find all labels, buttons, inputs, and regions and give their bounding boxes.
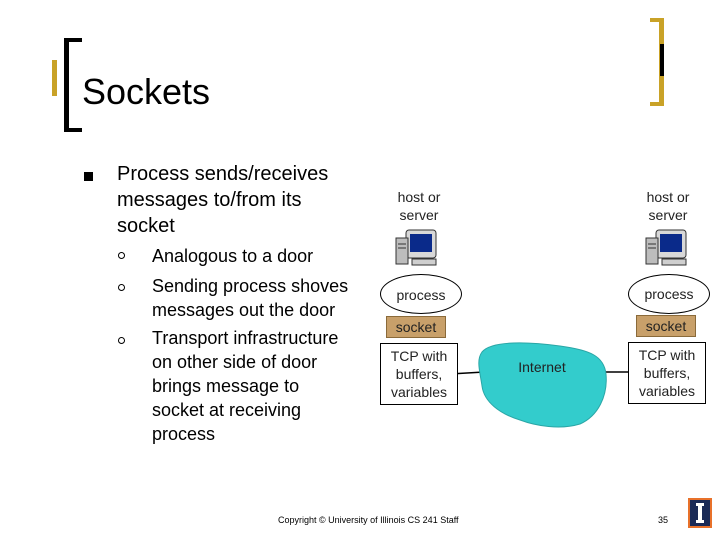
bullet-ring-icon <box>118 284 125 291</box>
tcp-label-line: buffers, <box>395 366 443 382</box>
tcp-label-line: buffers, <box>643 365 691 381</box>
left-tcp-box <box>380 343 458 405</box>
main-bullet-line: Process sends/receives <box>117 163 329 185</box>
host-label-line: host or <box>397 189 441 205</box>
internet-cloud <box>478 342 607 428</box>
host-label-line: server <box>648 207 688 223</box>
university-logo-icon <box>688 498 712 528</box>
right-host-label: host or server <box>628 188 708 224</box>
right-tcp-label: TCP with buffers, variables <box>628 346 706 400</box>
sub-bullet-2: Sending process shoves messages out the … <box>152 274 348 322</box>
tcp-label-line: TCP with <box>390 348 448 364</box>
sub-bullet-line: on other side of door <box>152 352 318 372</box>
main-bullet-text: Process sends/receives messages to/from … <box>117 161 328 239</box>
tcp-label-line: variables <box>390 384 448 400</box>
sub-bullet-line: process <box>152 424 216 444</box>
left-tcp-label: TCP with buffers, variables <box>380 347 458 401</box>
internet-label: Internet <box>518 359 566 375</box>
title-bracket-right-accent <box>660 44 664 76</box>
bullet-ring-icon <box>118 337 125 344</box>
left-process-label: process <box>396 287 446 303</box>
footer-copyright: Copyright © University of Illinois CS 24… <box>278 515 459 525</box>
right-process-label: process <box>644 286 694 302</box>
sub-bullet-1: Analogous to a door <box>152 244 313 268</box>
computer-icon <box>645 229 687 266</box>
host-label-line: host or <box>646 189 690 205</box>
sub-bullet-3: Transport infrastructure on other side o… <box>152 326 338 446</box>
main-bullet-line: socket <box>117 215 175 237</box>
main-bullet-line: messages to/from its <box>117 189 302 211</box>
left-host-label: host or server <box>379 188 459 224</box>
computer-icon <box>395 229 437 266</box>
slide-title: Sockets <box>82 71 211 112</box>
sub-bullet-line: socket at receiving <box>152 400 302 420</box>
tcp-label-line: variables <box>638 383 696 399</box>
host-label-line: server <box>399 207 439 223</box>
bullet-square-icon <box>84 172 93 181</box>
sub-bullet-line: Transport infrastructure <box>152 328 339 348</box>
right-process-oval <box>628 274 710 314</box>
title-bracket-left-accent <box>52 60 57 96</box>
right-socket-label: socket <box>645 318 687 334</box>
left-process-oval <box>380 274 462 314</box>
right-socket-box <box>636 315 696 337</box>
bullet-ring-icon <box>118 252 125 259</box>
left-socket-label: socket <box>395 319 437 335</box>
sub-bullet-line: brings message to <box>152 376 300 396</box>
right-tcp-box <box>628 342 706 404</box>
sub-bullet-line: Sending process shoves <box>152 276 349 296</box>
sub-bullet-line: messages out the door <box>152 300 336 320</box>
sub-bullet-line: Analogous to a door <box>152 246 314 266</box>
title-bracket-left <box>64 38 82 132</box>
tcp-label-line: TCP with <box>638 347 696 363</box>
left-socket-box <box>386 316 446 338</box>
page-number: 35 <box>658 515 669 525</box>
